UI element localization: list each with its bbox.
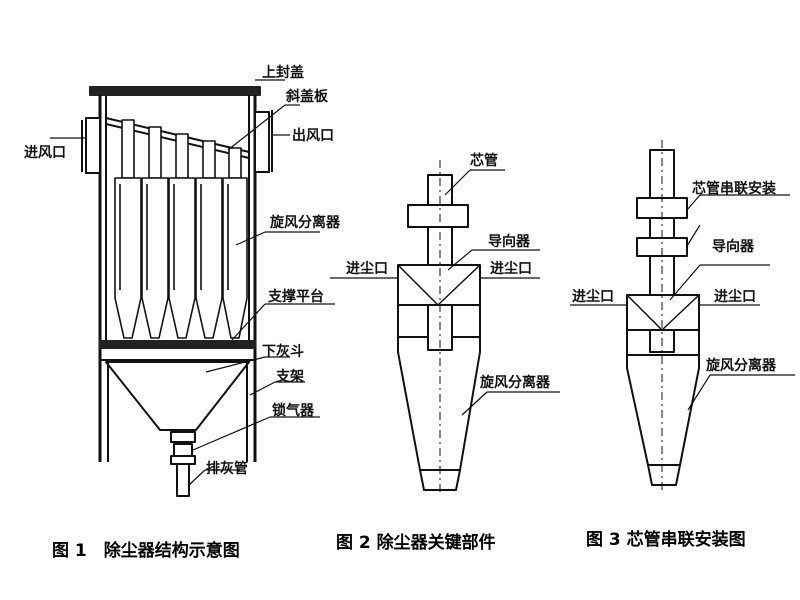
label-dust-inlet-right: 进尘口 bbox=[490, 261, 532, 277]
label-guide: 导向器 bbox=[488, 234, 530, 250]
caption-figure-1: 图 1 除尘器结构示意图 bbox=[52, 541, 240, 561]
label-core-pipe: 芯管 bbox=[470, 153, 498, 169]
caption-figure-3: 图 3 芯管串联安装图 bbox=[586, 530, 746, 550]
caption-figure-2: 图 2 除尘器关键部件 bbox=[336, 533, 496, 553]
figure3-series-installation bbox=[570, 140, 795, 490]
figure2-key-component bbox=[330, 160, 560, 495]
label-air-outlet: 出风口 bbox=[292, 128, 334, 144]
label-dust-inlet-left-3: 进尘口 bbox=[572, 289, 614, 305]
figure3-leader-lines bbox=[570, 194, 795, 411]
support-platform bbox=[99, 340, 256, 349]
cyclone-cone bbox=[397, 337, 481, 471]
label-support-platform: 支撑平台 bbox=[268, 289, 324, 305]
label-airlock: 锁气器 bbox=[272, 403, 314, 419]
label-inclined-plate: 斜盖板 bbox=[286, 89, 328, 105]
figure1-leader-lines bbox=[50, 79, 335, 486]
label-air-inlet: 进风口 bbox=[24, 145, 66, 161]
label-ash-pipe: 排灰管 bbox=[206, 461, 248, 477]
label-cyclone-separator-3: 旋风分离器 bbox=[706, 358, 776, 374]
figure2-leader-lines bbox=[330, 169, 560, 416]
label-bracket: 支架 bbox=[276, 369, 304, 385]
separator-body bbox=[626, 294, 700, 356]
bottom-outlet bbox=[647, 464, 681, 486]
top-flange bbox=[407, 204, 469, 228]
label-lower-hopper: 下灰斗 bbox=[262, 344, 304, 360]
label-cyclone-separator: 旋风分离器 bbox=[270, 215, 340, 231]
label-top-cover: 上封盖 bbox=[262, 65, 304, 81]
label-guide-3: 导向器 bbox=[712, 239, 754, 255]
cyclone-tubes bbox=[114, 177, 248, 339]
cyclone-cone bbox=[626, 355, 700, 466]
air-inlet-flange bbox=[85, 117, 101, 174]
airlock bbox=[170, 431, 196, 443]
air-outlet-flange bbox=[254, 111, 270, 173]
lower-hopper bbox=[105, 361, 250, 431]
label-series-core: 芯管串联安装 bbox=[692, 181, 776, 197]
top-cover bbox=[89, 86, 261, 96]
label-dust-inlet-right-3: 进尘口 bbox=[714, 289, 756, 305]
label-cyclone-separator-2: 旋风分离器 bbox=[480, 375, 550, 391]
label-dust-inlet-left: 进尘口 bbox=[346, 261, 388, 277]
figure1-dust-collector bbox=[50, 79, 335, 497]
ash-discharge-pipe bbox=[176, 463, 190, 497]
